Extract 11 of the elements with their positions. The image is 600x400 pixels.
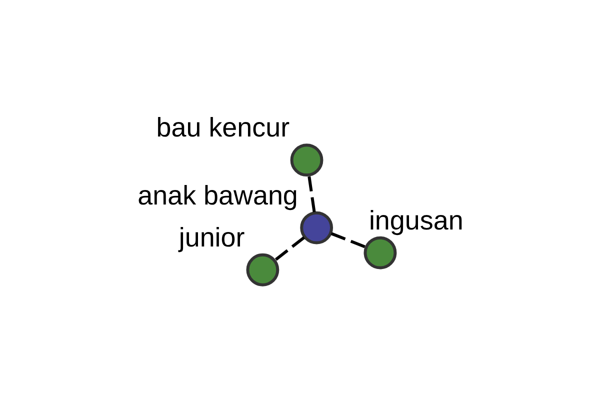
- connector: [330, 232, 366, 248]
- node-circle: [246, 253, 279, 286]
- node-circle: [363, 236, 396, 270]
- node-label: bau kencur: [156, 112, 290, 143]
- node-circle: [300, 211, 333, 244]
- connector: [307, 176, 316, 212]
- node-circle: [290, 144, 323, 177]
- node-label: junior: [178, 222, 244, 253]
- node-label: anak bawang: [137, 180, 298, 210]
- connector: [274, 236, 304, 261]
- node-label: ingusan: [368, 205, 463, 236]
